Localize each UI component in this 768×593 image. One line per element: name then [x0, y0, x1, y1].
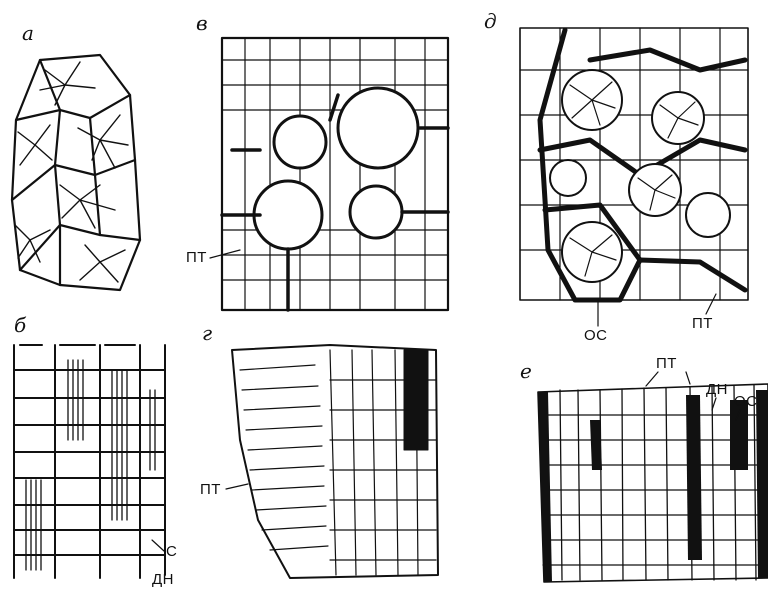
- panel-letter-e: е: [520, 359, 532, 383]
- panel-e-pointer-pt: [646, 372, 690, 386]
- panel-b-label-c: С: [166, 543, 177, 560]
- panel-letter-d: д: [484, 9, 497, 33]
- panel-b-pointer-c: [152, 540, 164, 551]
- panel-v-drawing: [222, 38, 448, 310]
- panel-v-pointer: [210, 250, 240, 258]
- panel-g-pointer: [226, 484, 248, 489]
- panel-e-drawing: [538, 384, 768, 582]
- panel-e-label-dn: ДН: [706, 381, 728, 398]
- panel-b-drawing: [14, 345, 165, 578]
- panel-g-drawing: [232, 345, 438, 578]
- panel-letter-v: в: [196, 11, 208, 35]
- panel-letter-b: б: [14, 313, 27, 337]
- panel-letter-g: г: [202, 321, 212, 345]
- panel-d-label-pt: ПТ: [692, 315, 713, 332]
- panel-d-label-os: ОС: [584, 327, 608, 344]
- panel-e-label-pt: ПТ: [656, 355, 677, 372]
- panel-letter-a: а: [22, 21, 34, 45]
- panel-a-drawing: [12, 55, 140, 290]
- panel-g-label-pt: ПТ: [200, 481, 221, 498]
- panel-b-label-dn: ДН: [152, 571, 174, 588]
- panel-v-label-pt: ПТ: [186, 249, 207, 266]
- panel-e-label-os: ОС: [734, 393, 758, 410]
- panel-d-drawing: [520, 28, 748, 300]
- panel-d-pointer-pt: [706, 294, 716, 314]
